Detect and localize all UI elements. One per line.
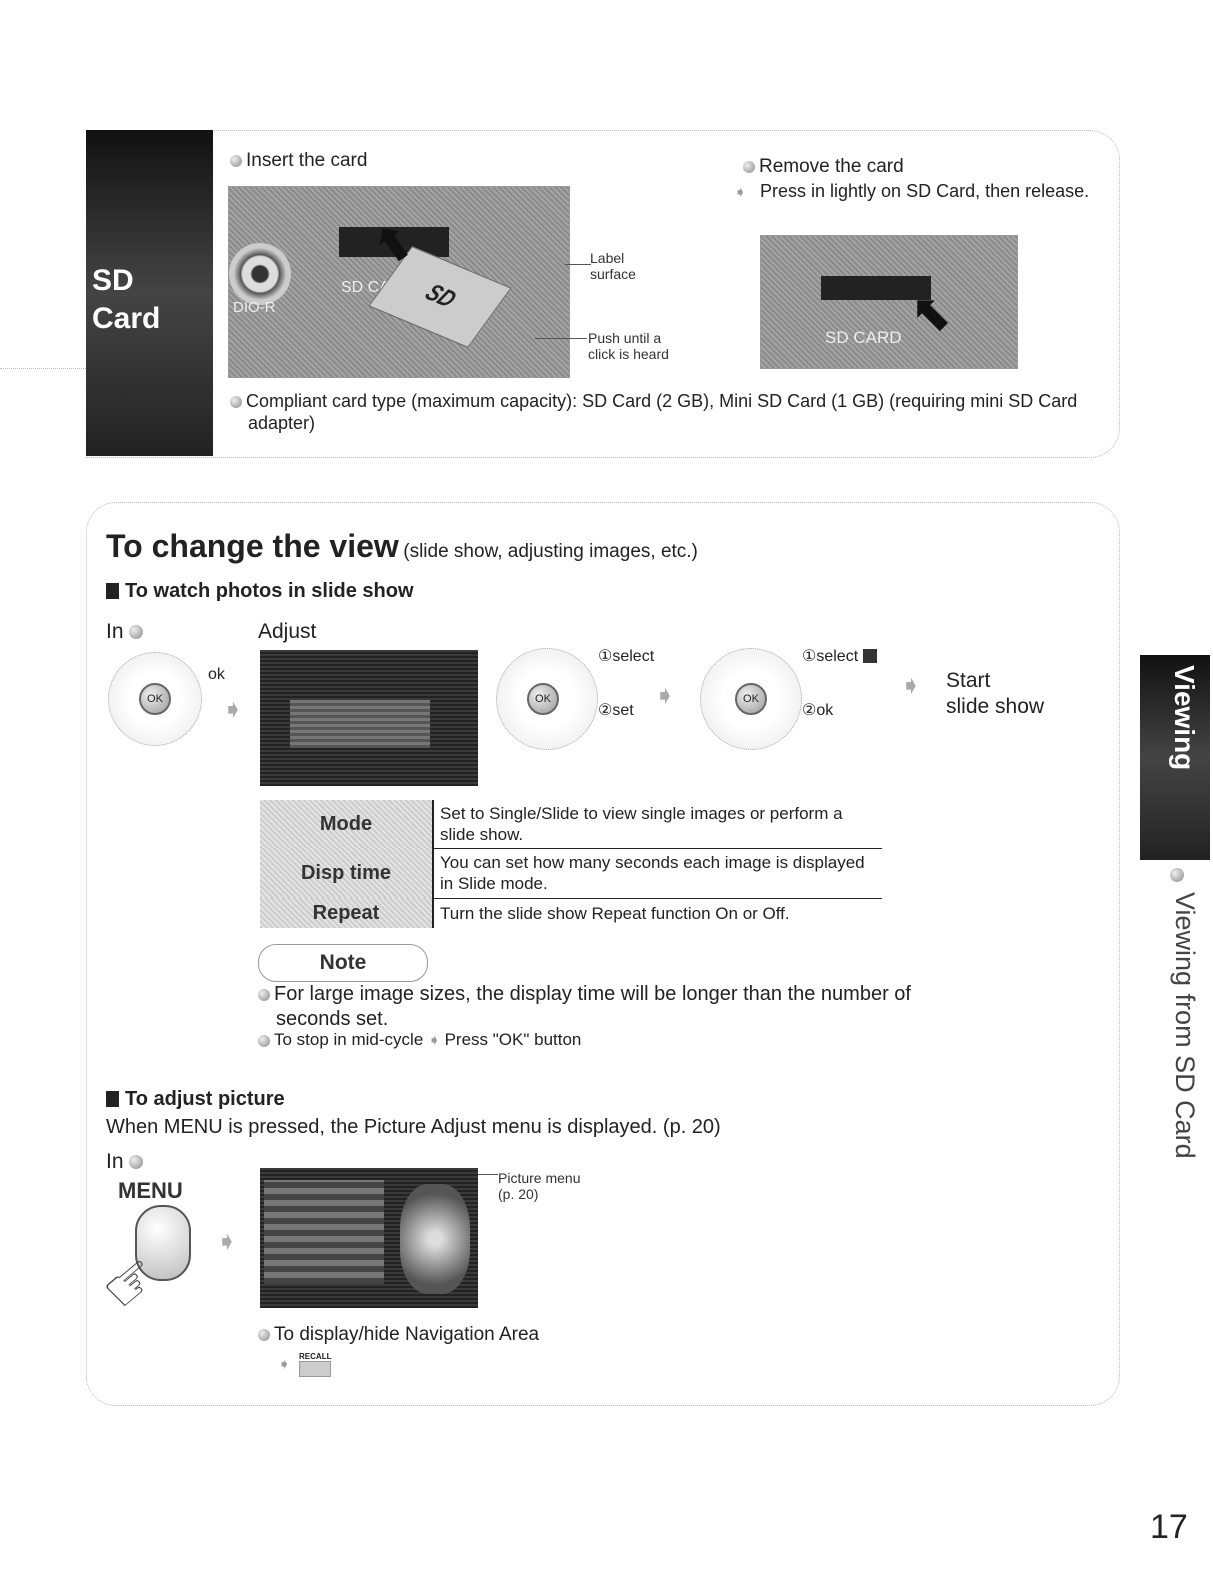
card-slot — [339, 227, 449, 257]
divider — [0, 368, 86, 369]
sd-card-tab-label: SD Card — [92, 264, 161, 335]
ok-callout-2: ②ok — [802, 702, 834, 719]
next-arrow-icon: ➧ — [654, 680, 676, 710]
in-label-2: In — [106, 1150, 147, 1174]
remote-dpad: OK — [700, 648, 802, 750]
setting-label: Repeat — [260, 898, 433, 928]
ok-callout: ok — [208, 666, 225, 683]
push-callout: Push until a click is heard — [588, 330, 669, 362]
setting-label: Disp time — [260, 848, 433, 898]
note-1: For large image sizes, the display time … — [258, 982, 916, 1032]
recall-button-icon: RECALL — [299, 1352, 331, 1377]
bullet-icon — [230, 396, 242, 409]
label-surface-callout: Label surface — [590, 250, 636, 282]
adjust-heading: To adjust picture — [106, 1088, 285, 1111]
jack-icon — [229, 243, 291, 305]
picture-menu-callout: Picture menu (p. 20) — [498, 1170, 581, 1202]
menu-rows — [290, 700, 430, 748]
slideshow-menu-screenshot — [260, 650, 478, 786]
remove-card-photo: SD CARD ⬆ — [760, 235, 1018, 369]
ok-button-icon: OK — [139, 683, 171, 715]
page-number: 17 — [1150, 1508, 1188, 1546]
side-caption: Viewing from SD Card — [1170, 892, 1200, 1159]
picture-menu-screenshot — [260, 1168, 478, 1308]
ok-button-icon: OK — [735, 683, 767, 715]
insert-card-photo: SD CARD DIO-R SD ⬆ — [228, 186, 570, 378]
slideshow-icon — [862, 649, 877, 663]
insert-title: Insert the card — [230, 150, 367, 172]
select-callout-2: ①select — [802, 646, 877, 666]
viewing-tab — [1140, 655, 1210, 860]
mode-icon — [129, 1155, 144, 1170]
table-row: Repeat Turn the slide show Repeat functi… — [260, 898, 882, 928]
note-2: To stop in mid-cycle ➧Press "OK" button — [258, 1030, 581, 1050]
slideshow-heading: To watch photos in slide show — [106, 580, 414, 603]
start-slideshow-label: Start slide show — [946, 669, 1045, 718]
table-row: Mode Set to Single/Slide to view single … — [260, 800, 882, 849]
remote-dpad: OK — [108, 652, 202, 746]
menu-rows — [264, 1180, 384, 1284]
setting-desc: You can set how many seconds each image … — [432, 848, 882, 899]
next-arrow-icon: ➧ — [216, 1226, 238, 1256]
settings-table: Mode Set to Single/Slide to view single … — [260, 800, 882, 928]
remove-title: Remove the card — [743, 156, 904, 178]
square-bullet-icon — [106, 583, 119, 599]
setting-label: Mode — [260, 800, 433, 848]
setting-desc: Turn the slide show Repeat function On o… — [432, 898, 882, 928]
side-label: DIO-R — [233, 299, 276, 316]
bullet-icon — [258, 988, 270, 1001]
compliant-note: Compliant card type (maximum capacity): … — [230, 390, 1118, 434]
menu-button-icon — [135, 1205, 191, 1281]
adjust-desc: When MENU is pressed, the Picture Adjust… — [106, 1116, 721, 1138]
callout-line — [535, 338, 587, 339]
next-arrow-icon: ➧ — [222, 694, 244, 724]
next-arrow-icon: ➧ — [900, 670, 922, 700]
mode-icon — [129, 625, 144, 640]
menu-button-label: MENU — [118, 1178, 183, 1203]
setting-desc: Set to Single/Slide to view single image… — [432, 800, 882, 849]
table-row: Disp time You can set how many seconds e… — [260, 848, 882, 899]
square-bullet-icon — [106, 1091, 119, 1107]
arrow-icon: ➧ — [428, 1032, 441, 1049]
callout-line — [478, 1174, 498, 1175]
nav-area-note: To display/hide Navigation Area — [258, 1324, 539, 1346]
photo-preview — [400, 1184, 470, 1294]
bullet-icon — [258, 1328, 270, 1341]
bullet-icon — [1170, 868, 1184, 882]
set-callout: ②set — [598, 702, 634, 719]
callout-line — [565, 264, 591, 265]
adjust-label: Adjust — [258, 620, 317, 643]
card-slot — [821, 276, 931, 300]
in-label: In — [106, 620, 147, 644]
bullet-icon — [743, 160, 755, 173]
remove-instruction: ➧Press in lightly on SD Card, then relea… — [734, 181, 1090, 201]
recall-instruction: ➧ RECALL — [278, 1352, 331, 1377]
sd-card-tab — [86, 130, 213, 456]
bullet-icon — [258, 1034, 270, 1047]
viewing-tab-label: Viewing — [1169, 665, 1200, 771]
slot-label: SD CARD — [825, 328, 902, 347]
select-callout: ①select — [598, 648, 655, 665]
remote-dpad: OK — [496, 648, 598, 750]
change-view-panel — [86, 502, 1120, 1406]
ok-button-icon: OK — [527, 683, 559, 715]
note-badge: Note — [258, 944, 428, 982]
section-title: To change the view (slide show, adjustin… — [106, 528, 698, 564]
arrow-icon: ➧ — [278, 1355, 291, 1373]
bullet-icon — [230, 154, 242, 167]
